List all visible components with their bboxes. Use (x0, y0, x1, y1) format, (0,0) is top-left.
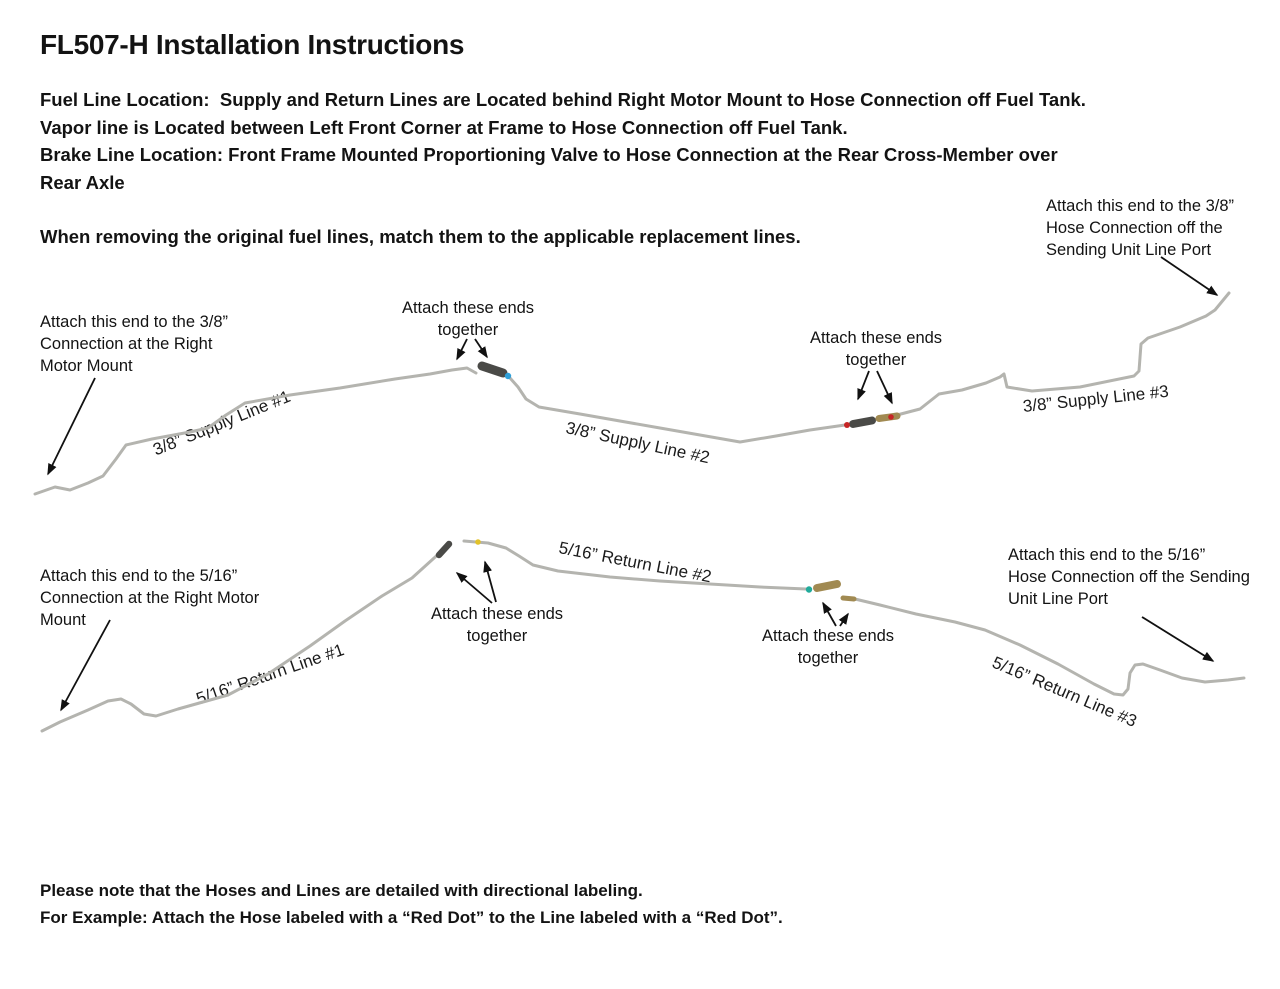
return-junction2-brass-tip (840, 595, 857, 602)
red-dot-marker-line (844, 422, 850, 428)
yellow-dot-marker (475, 539, 481, 545)
supply-junction2-steel-fitting (849, 416, 876, 428)
arrows-group (47, 256, 1219, 712)
red-dot-marker-hose (888, 414, 894, 420)
supply-junction2-brass-fitting (875, 412, 901, 422)
page-title: FL507-H Installation Instructions (40, 29, 465, 60)
arrow-supply-join2-left (857, 370, 870, 401)
intro-vapor-line-location: Vapor line is Located between Left Front… (40, 116, 848, 138)
return-line-3-tube (853, 597, 1246, 697)
supply-line-3-tube (895, 291, 1231, 417)
tubing-group (33, 291, 1246, 733)
teal-dot-marker (805, 586, 813, 593)
fittings-group (435, 361, 901, 602)
arrow-supply-join2-right (876, 370, 893, 405)
return-callout-motor-mount: Attach this end to the 5/16” Connection … (40, 567, 260, 629)
arrow-return-join1-left (455, 572, 493, 604)
intro-brake-line-location: Brake Line Location: Front Frame Mounted… (40, 144, 1058, 193)
arrow-supply-join1-right (474, 338, 488, 359)
blue-dot-marker (504, 372, 512, 380)
supply-junction1-steel-fitting (477, 361, 508, 378)
return-join-callout-2: Attach these ends together (761, 627, 895, 667)
return-junction1-steel-fitting (435, 540, 453, 559)
removal-instruction: When removing the original fuel lines, m… (40, 226, 801, 247)
directional-labeling-note: Please note that the Hoses and Lines are… (40, 878, 783, 931)
return-junction2-brass-fitting (813, 580, 841, 592)
supply-line-2-tube (508, 376, 847, 444)
arrow-supply-motor-mount (47, 377, 96, 476)
intro-block: Fuel Line Location: Supply and Return Li… (40, 86, 1250, 196)
arrow-return-sending-unit (1141, 616, 1215, 662)
return-join-callout-1: Attach these ends together (430, 605, 564, 645)
directional-dots-group (475, 372, 894, 593)
arrow-return-join2-left (822, 601, 837, 627)
intro-fuel-line-location: Fuel Line Location: Supply and Return Li… (40, 89, 1086, 110)
arrow-return-motor-mount (60, 619, 111, 712)
arrow-supply-join1-left (456, 338, 468, 361)
supply-callout-sending-unit: Attach this end to the 3/8” Hose Connect… (1046, 197, 1235, 259)
arrow-return-join2-right (838, 612, 849, 627)
supply-callout-motor-mount: Attach this end to the 3/8” Connection a… (40, 313, 229, 375)
arrow-return-join1-right (483, 560, 497, 603)
supply-join-callout-1: Attach these ends together (401, 299, 535, 339)
supply-join-callout-2: Attach these ends together (809, 329, 943, 369)
supply-line-1-tube (33, 366, 478, 496)
note-line-2: For Example: Attach the Hose labeled wit… (40, 907, 783, 927)
note-line-1: Please note that the Hoses and Lines are… (40, 881, 643, 900)
return-callout-sending-unit: Attach this end to the 5/16” Hose Connec… (1008, 546, 1250, 608)
return-line-2-tube (462, 539, 808, 591)
return-line-1-tube (40, 547, 446, 733)
arrow-supply-sending-unit (1160, 256, 1219, 296)
